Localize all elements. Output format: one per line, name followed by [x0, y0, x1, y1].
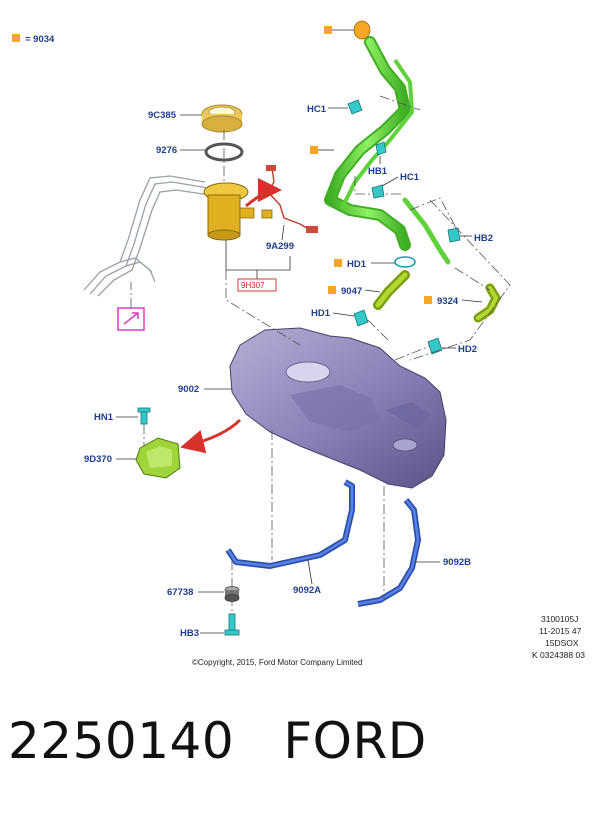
label-9047: 9047	[341, 286, 362, 297]
label-9H307: 9H307	[241, 281, 265, 290]
brand-name: FORD	[283, 712, 427, 770]
fuel-tank-9002	[229, 327, 447, 489]
hose-9324	[473, 283, 502, 323]
meta-line-1: 3100105J	[541, 614, 578, 624]
label-HB2: HB2	[474, 233, 493, 244]
label-9D370: 9D370	[84, 454, 112, 465]
diagram-metadata: 3100105J 11-2015 47 15DSOX K 0324388 03	[532, 614, 585, 660]
label-9A299: 9A299	[266, 241, 294, 252]
clip-HB2	[447, 227, 461, 243]
fuel-pump-module	[203, 182, 273, 241]
label-HN1: HN1	[94, 412, 114, 423]
label-HB3: HB3	[180, 628, 199, 639]
label-HD1-upper: HD1	[347, 259, 367, 270]
label-9092B: 9092B	[443, 557, 471, 568]
label-HD1-lower: HD1	[311, 308, 331, 319]
footer-caption: 2250140 FORD	[8, 712, 427, 770]
legend: = 9034	[12, 34, 55, 45]
label-HD2: HD2	[458, 344, 477, 355]
label-HC1-upper: HC1	[307, 104, 327, 115]
lock-ring-9C385	[201, 104, 243, 133]
filler-pipe	[324, 20, 451, 265]
hose-9047-marker	[328, 286, 336, 294]
clip-HC1-lower	[371, 184, 385, 199]
clip-HD2	[427, 337, 443, 355]
wiring-harness-9A299	[266, 165, 318, 233]
label-67738: 67738	[167, 587, 193, 598]
hose-9324-marker	[424, 296, 432, 304]
label-9C385: 9C385	[148, 110, 177, 121]
bolt-HB3	[224, 613, 240, 636]
hd1-marker	[334, 259, 342, 267]
label-9092A: 9092A	[293, 585, 321, 596]
fastener-HN1	[137, 407, 151, 425]
clip-HC1-upper	[347, 99, 363, 115]
copyright-text: ©Copyright, 2015, Ford Motor Company Lim…	[192, 658, 362, 667]
label-HC1-lower: HC1	[400, 172, 420, 183]
strap-9092B	[357, 498, 421, 607]
part-number: 2250140	[8, 712, 235, 770]
label-9276: 9276	[156, 145, 177, 156]
fuel-lines	[83, 175, 211, 297]
label-9324: 9324	[437, 296, 459, 307]
label-9002: 9002	[178, 384, 199, 395]
meta-line-2: 11-2015 47	[539, 626, 582, 636]
clip-HB1	[375, 141, 387, 156]
fuel-tank-exploded-diagram: = 9034 9C385 9276 9A299	[12, 20, 585, 667]
pipe-marker-1	[310, 146, 318, 154]
filler-cap-marker	[324, 26, 332, 34]
legend-text: = 9034	[25, 34, 55, 45]
fuel-line-callout-icon	[123, 312, 139, 325]
clip-HD1-lower	[353, 309, 369, 327]
meta-line-4: K 0324388 03	[532, 650, 585, 660]
legend-marker	[12, 34, 20, 42]
meta-line-3: 15DSOX	[545, 638, 579, 648]
module-9D370	[135, 437, 181, 479]
clip-HD1-upper	[394, 256, 416, 268]
label-HB1: HB1	[368, 166, 388, 177]
strap-9092A	[225, 479, 355, 569]
hose-9047	[373, 270, 410, 310]
